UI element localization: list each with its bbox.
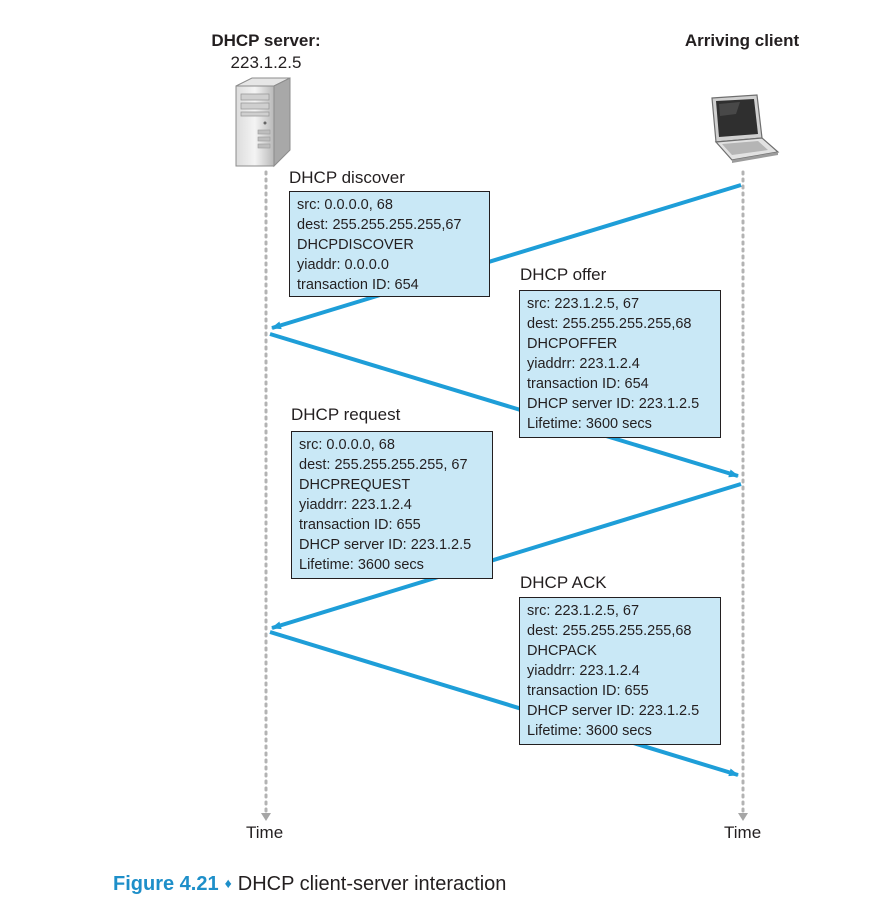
- client-time-label: Time: [724, 823, 762, 842]
- ack-line: src: 223.1.2.5, 67: [527, 603, 640, 619]
- discover-line: src: 0.0.0.0, 68: [297, 197, 393, 213]
- ack-arrow: [269, 630, 739, 777]
- request-arrow: [271, 482, 742, 630]
- request-box: src: 0.0.0.0, 68 dest: 255.255.255.255, …: [291, 431, 493, 579]
- ack-title: DHCP ACK: [520, 573, 607, 592]
- offer-line: yiaddrr: 223.1.2.4: [527, 356, 640, 372]
- caption-text: DHCP client-server interaction: [237, 873, 507, 895]
- request-line: DHCPREQUEST: [299, 477, 411, 493]
- ack-line: DHCP server ID: 223.1.2.5: [527, 703, 700, 719]
- ack-line: yiaddrr: 223.1.2.4: [527, 663, 640, 679]
- laptop-icon: [711, 94, 780, 163]
- request-line: dest: 255.255.255.255, 67: [299, 457, 468, 473]
- offer-line: src: 223.1.2.5, 67: [527, 296, 640, 312]
- discover-line: dest: 255.255.255.255,67: [297, 217, 462, 233]
- server-timeline: [261, 170, 271, 821]
- offer-line: dest: 255.255.255.255,68: [527, 316, 692, 332]
- ack-line: DHCPACK: [527, 643, 597, 659]
- request-line: src: 0.0.0.0, 68: [299, 437, 395, 453]
- request-line: yiaddrr: 223.1.2.4: [299, 497, 412, 513]
- client-header: Arriving client: [662, 30, 822, 52]
- server-label: DHCP server:: [211, 31, 321, 50]
- figure-number: Figure 4.21: [113, 873, 219, 895]
- diamond-bullet-icon: ♦: [224, 875, 232, 891]
- offer-line: DHCPOFFER: [527, 336, 618, 352]
- ack-box: src: 223.1.2.5, 67 dest: 255.255.255.255…: [519, 597, 721, 745]
- server-time-label: Time: [246, 823, 284, 842]
- discover-title: DHCP discover: [289, 168, 405, 187]
- discover-line: yiaddr: 0.0.0.0: [297, 257, 389, 273]
- server-tower-icon: [235, 77, 291, 168]
- ack-line: transaction ID: 655: [527, 683, 649, 699]
- client-timeline: [738, 170, 748, 821]
- request-title: DHCP request: [291, 405, 401, 424]
- server-address: 223.1.2.5: [230, 53, 302, 72]
- discover-arrow: [271, 183, 742, 330]
- offer-line: transaction ID: 654: [527, 376, 649, 392]
- request-line: DHCP server ID: 223.1.2.5: [299, 537, 472, 553]
- request-line: Lifetime: 3600 secs: [299, 557, 424, 573]
- offer-line: DHCP server ID: 223.1.2.5: [527, 396, 700, 412]
- discover-line: DHCPDISCOVER: [297, 237, 414, 253]
- client-label: Arriving client: [684, 31, 800, 50]
- figure-caption: Figure 4.21 ♦ DHCP client-server interacti…: [113, 873, 506, 896]
- discover-line: transaction ID: 654: [297, 277, 419, 293]
- offer-box: src: 223.1.2.5, 67 dest: 255.255.255.255…: [519, 290, 721, 438]
- request-line: transaction ID: 655: [299, 517, 421, 533]
- ack-line: dest: 255.255.255.255,68: [527, 623, 692, 639]
- discover-box: src: 0.0.0.0, 68 dest: 255.255.255.255,6…: [289, 191, 490, 297]
- offer-arrow: [269, 332, 739, 478]
- server-header: DHCP server: 223.1.2.5: [186, 30, 346, 74]
- offer-title: DHCP offer: [520, 265, 607, 284]
- ack-line: Lifetime: 3600 secs: [527, 723, 652, 739]
- offer-line: Lifetime: 3600 secs: [527, 416, 652, 432]
